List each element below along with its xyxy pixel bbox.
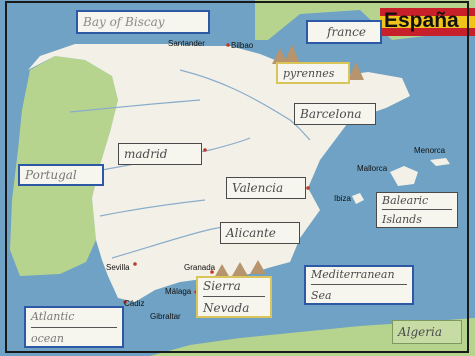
mediterranean-divider <box>311 284 407 286</box>
label-madrid: madrid <box>118 143 202 165</box>
place-malaga: Málaga <box>165 287 192 296</box>
label-portugal: Portugal <box>18 164 104 186</box>
sierra-line-2: Nevada <box>203 300 250 315</box>
label-barcelona: Barcelona <box>294 103 376 125</box>
menorca-island <box>430 158 450 166</box>
atlantic-line-2: ocean <box>31 331 64 345</box>
ibiza-island <box>352 193 364 204</box>
label-mediterranean-sea: Mediterranean Sea <box>304 265 414 305</box>
label-bay-of-biscay: Bay of Biscay <box>76 10 210 34</box>
place-mallorca: Mallorca <box>357 164 388 173</box>
balearic-line-1: Balearic <box>382 193 429 207</box>
flag <box>380 8 475 36</box>
label-valencia: Valencia <box>226 177 306 199</box>
label-atlantic-ocean: Atlantic ocean <box>24 306 124 348</box>
label-pyrenees: pyrennes <box>276 62 350 84</box>
label-france: france <box>306 20 382 44</box>
guadiana-river <box>99 199 206 217</box>
sierra-divider <box>203 296 265 298</box>
sierra-nevada-mountains <box>214 260 266 278</box>
mediterranean-line-1: Mediterranean <box>311 268 395 282</box>
page-border <box>5 1 469 353</box>
place-menorca: Menorca <box>414 146 446 155</box>
atlantic-line-1: Atlantic <box>31 309 75 323</box>
map-title: España <box>384 9 459 32</box>
atlantic-divider <box>31 326 117 328</box>
balearic-line-2: Islands <box>382 213 422 227</box>
duero-river <box>69 99 201 113</box>
label-balearic-islands: Balearic Islands <box>376 192 458 228</box>
mallorca-island <box>390 166 418 186</box>
place-granada: Granada <box>184 263 216 272</box>
label-sierra-nevada: Sierra Nevada <box>196 276 272 318</box>
place-sevilla: Sevilla <box>106 263 130 272</box>
place-cadiz: Cádiz <box>124 299 145 308</box>
balearic-divider <box>382 209 452 211</box>
ebro-river <box>179 69 311 141</box>
place-bilbao: Bilbao <box>231 41 254 50</box>
mediterranean-line-2: Sea <box>311 288 332 302</box>
sierra-line-1: Sierra <box>203 279 241 294</box>
place-ibiza: Ibiza <box>334 194 351 203</box>
label-alicante: Alicante <box>220 222 300 244</box>
label-algeria: Algeria <box>392 320 462 344</box>
place-santander: Santander <box>168 39 205 48</box>
place-gibraltar: Gibraltar <box>150 312 181 321</box>
